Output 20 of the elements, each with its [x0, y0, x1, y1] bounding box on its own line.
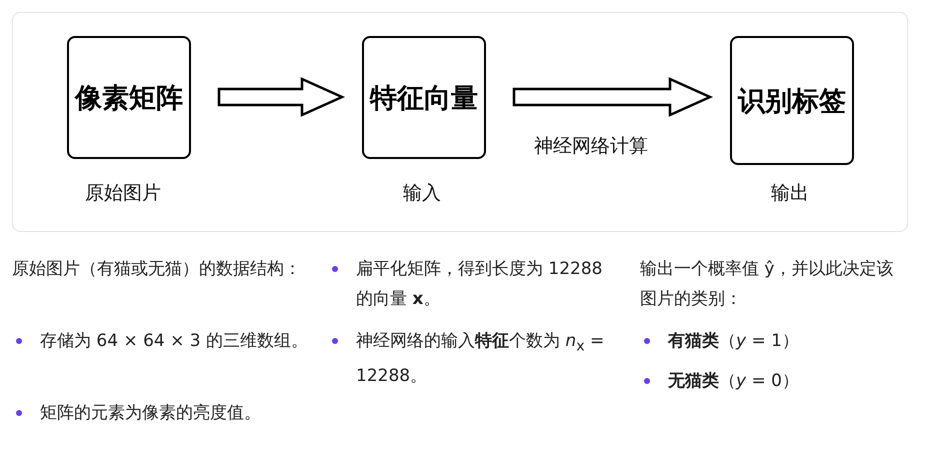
- panel-background: [12, 12, 908, 232]
- box-label: 像素矩阵: [75, 82, 183, 116]
- process-box: [362, 36, 486, 159]
- node-label: 输出: [771, 181, 809, 206]
- text-paragraph: 有猫类（y = 1）: [668, 330, 800, 353]
- process-box: [730, 36, 854, 165]
- box-label: 识别标签: [738, 84, 846, 118]
- text-paragraph: 神经网络的输入特征个数为 n$_{x}$ = 12288。: [356, 330, 606, 388]
- box-label: 特征向量: [370, 82, 478, 116]
- text-paragraph: 存储为 64 × 64 × 3 的三维数组。: [40, 330, 309, 353]
- node-label: 原始图片: [85, 181, 161, 206]
- text-paragraph: 输出一个概率值 ŷ，并以此决定该图片的类别：: [640, 258, 894, 311]
- block-arrow: [512, 77, 714, 117]
- block-arrow: [218, 77, 346, 117]
- node-label: 输入: [403, 181, 441, 206]
- process-box: [67, 36, 191, 159]
- text-paragraph: 无猫类（y = 0）: [668, 370, 800, 393]
- text-paragraph: 原始图片（有猫或无猫）的数据结构：: [12, 258, 302, 281]
- text-paragraph: 矩阵的元素为像素的亮度值。: [40, 402, 262, 425]
- text-paragraph: 扁平化矩阵，得到长度为 12288 的向量 x。: [356, 258, 604, 311]
